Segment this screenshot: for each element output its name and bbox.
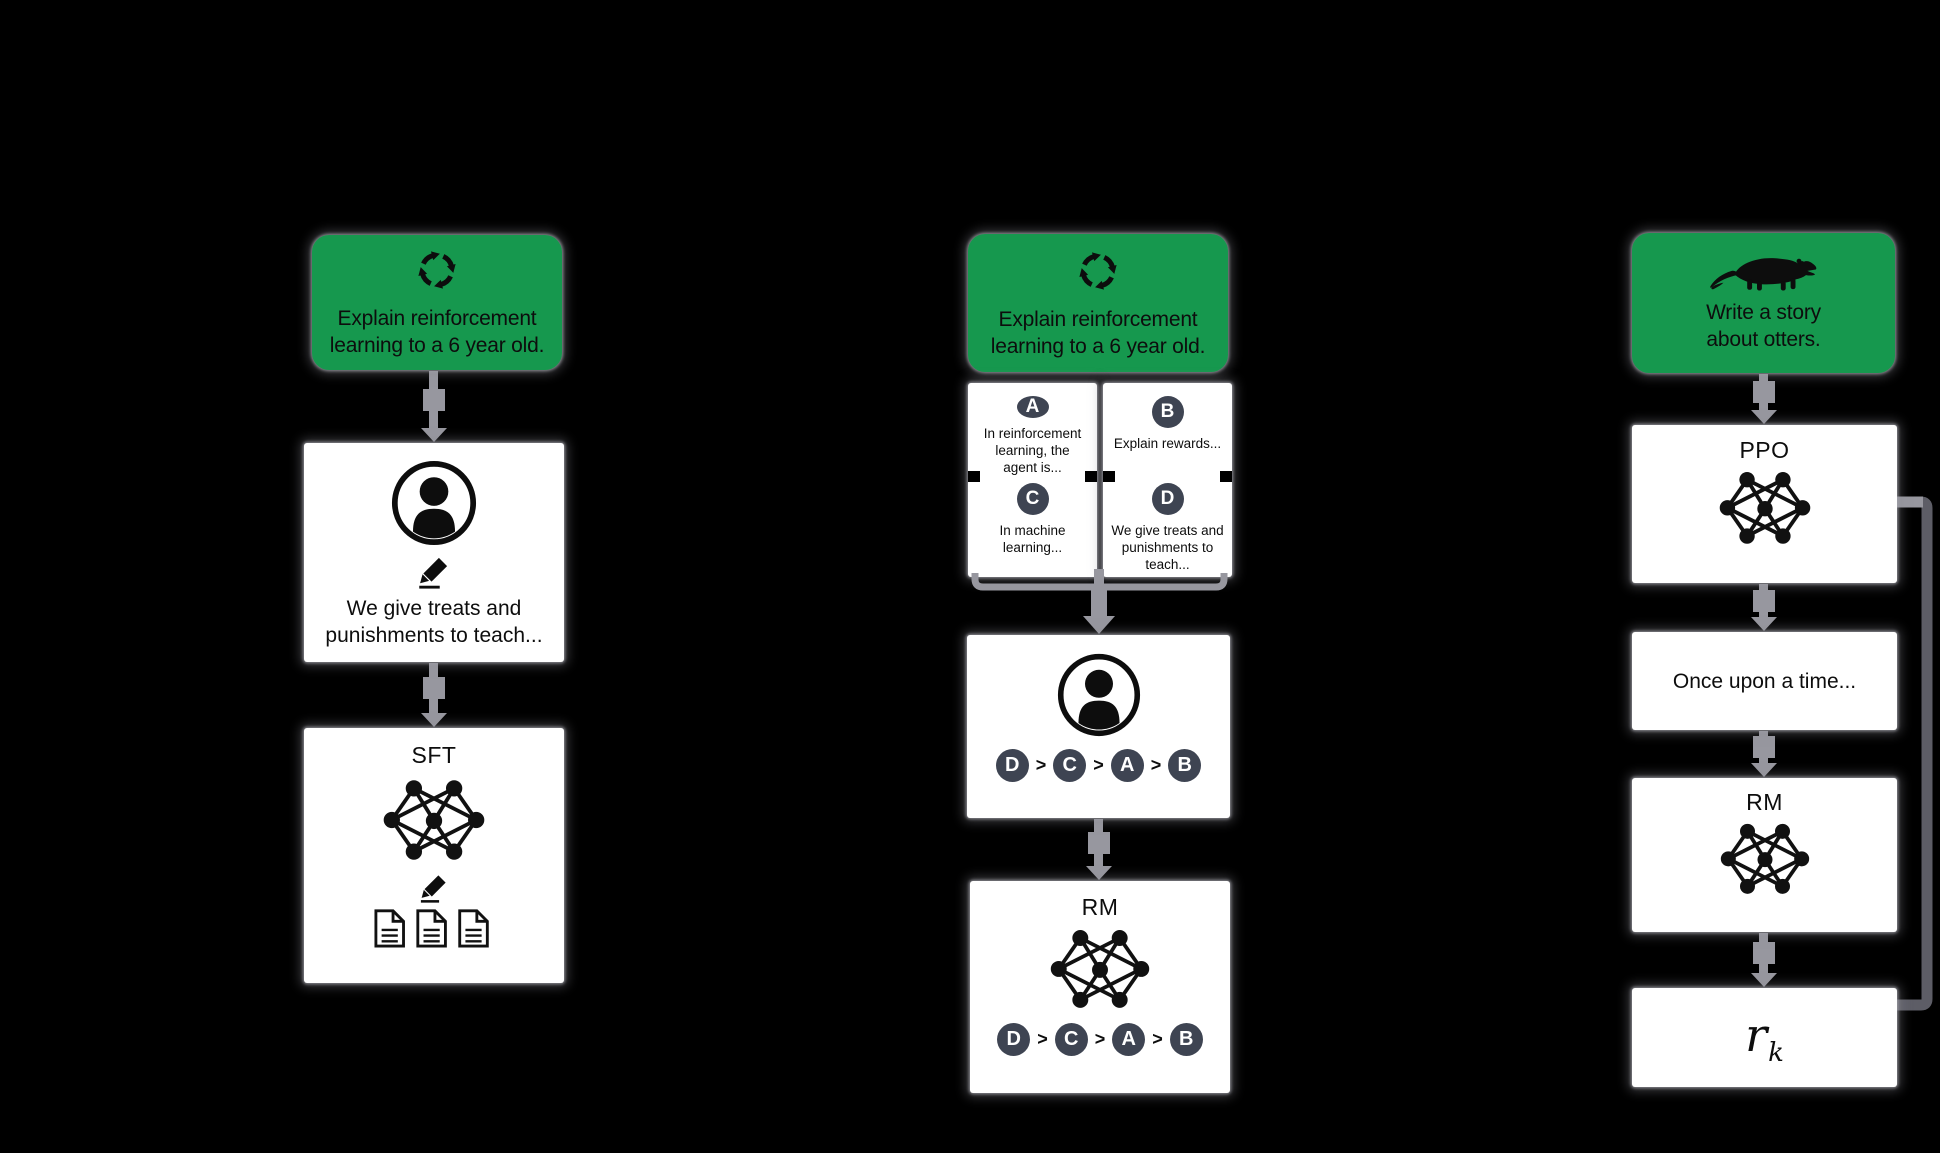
greater-than: > xyxy=(1035,755,1047,775)
ppo-label: PPO xyxy=(1739,437,1790,463)
answer-card-a: A In reinforcement learning, the agent i… xyxy=(968,383,1097,475)
card-seam-notch xyxy=(1103,471,1115,482)
sft-label: SFT xyxy=(411,742,457,768)
pencil-icon xyxy=(418,871,450,903)
answer-cards-right: B Explain rewards... D We give treats an… xyxy=(1103,383,1232,577)
rank-letter: C xyxy=(1053,749,1087,782)
arrow-ppo-to-output xyxy=(1750,584,1777,631)
answer-text: We give treats and punishments to teach.… xyxy=(1111,523,1224,572)
cycle-icon xyxy=(1074,247,1122,295)
answer-text: Explain rewards... xyxy=(1113,436,1222,451)
prompt-text: Explain reinforcement learning to a 6 ye… xyxy=(990,307,1206,358)
labeler-ranking-box: D > C > A > B xyxy=(967,635,1230,818)
reward-value-box: rk xyxy=(1632,988,1897,1087)
answer-card-d: D We give treats and punishments to teac… xyxy=(1103,473,1232,577)
documents-icon xyxy=(374,907,494,949)
arrow-labeler-to-sft xyxy=(420,663,447,727)
answer-text: In machine learning... xyxy=(999,523,1066,555)
person-icon xyxy=(391,460,477,546)
greater-than: > xyxy=(1152,1029,1163,1049)
rm-label: RM xyxy=(1081,894,1119,920)
card-seam-notch xyxy=(1220,471,1232,482)
greater-than: > xyxy=(1037,1029,1048,1049)
answer-card-b: B Explain rewards... xyxy=(1103,383,1232,473)
answer-letter-badge: A xyxy=(1016,396,1049,418)
answer-cards-left: A In reinforcement learning, the agent i… xyxy=(968,383,1097,577)
sft-model-box: SFT xyxy=(304,728,564,983)
prompt-box-ppo: Write a story about otters. xyxy=(1632,233,1895,373)
rank-letter: B xyxy=(1168,749,1202,782)
prompt-box-rm: Explain reinforcement learning to a 6 ye… xyxy=(968,234,1228,372)
answer-card-c: C In machine learning... xyxy=(968,473,1097,577)
neural-network-icon xyxy=(1715,818,1815,898)
otter-icon xyxy=(1708,254,1820,292)
cycle-icon xyxy=(413,246,461,294)
neural-network-icon xyxy=(1043,923,1157,1013)
rm-model-box: RM D > C > A xyxy=(970,881,1230,1093)
ranking-row: D > C > A > B xyxy=(997,1023,1203,1056)
labeler-demo-box: We give treats and punishments to teach.… xyxy=(304,443,564,662)
neural-network-icon xyxy=(1713,466,1817,548)
card-seam-notch xyxy=(968,471,980,482)
card-seam-notch xyxy=(1085,471,1097,482)
rank-letter: B xyxy=(1169,1023,1203,1056)
model-output-box: Once upon a time... xyxy=(1632,632,1897,730)
arrow-output-to-rm xyxy=(1750,731,1777,777)
arrow-ranking-to-rm xyxy=(1085,819,1112,880)
greater-than: > xyxy=(1094,1029,1106,1049)
arrow-prompt-to-ppo xyxy=(1750,374,1777,424)
prompt-text: Explain reinforcement learning to a 6 ye… xyxy=(329,307,545,357)
rm-label: RM xyxy=(1746,789,1783,815)
reward-symbol-base: r xyxy=(1745,1007,1768,1062)
reward-symbol: rk xyxy=(1745,1008,1784,1068)
neural-network-icon xyxy=(375,773,493,865)
answer-letter-badge: C xyxy=(1016,483,1049,515)
rank-letter: A xyxy=(1110,749,1144,782)
answer-text: In reinforcement learning, the agent is.… xyxy=(983,426,1082,475)
greater-than: > xyxy=(1150,755,1162,775)
arrow-rm-to-reward xyxy=(1750,933,1777,987)
demo-text: We give treats and punishments to teach.… xyxy=(325,597,543,647)
rank-letter: C xyxy=(1054,1023,1088,1056)
person-icon xyxy=(1057,653,1141,737)
answer-letter-badge: D xyxy=(1151,483,1184,515)
ppo-model-box: PPO xyxy=(1632,425,1897,583)
answer-letter-badge: B xyxy=(1151,396,1184,428)
pencil-icon xyxy=(416,553,452,589)
greater-than: > xyxy=(1093,755,1104,775)
rank-letter: D xyxy=(995,749,1029,782)
output-text: Once upon a time... xyxy=(1672,669,1857,693)
reward-symbol-subscript: k xyxy=(1768,1037,1784,1068)
prompt-box-sft: Explain reinforcement learning to a 6 ye… xyxy=(312,235,562,370)
rm-scoring-box: RM xyxy=(1632,778,1897,932)
rank-letter: D xyxy=(997,1023,1031,1056)
rank-letter: A xyxy=(1112,1023,1146,1056)
merge-bracket-arrow xyxy=(971,569,1228,634)
prompt-text: Write a story about otters. xyxy=(1706,300,1821,351)
arrow-prompt-to-labeler xyxy=(420,371,447,442)
ranking-row: D > C > A > B xyxy=(995,749,1202,782)
